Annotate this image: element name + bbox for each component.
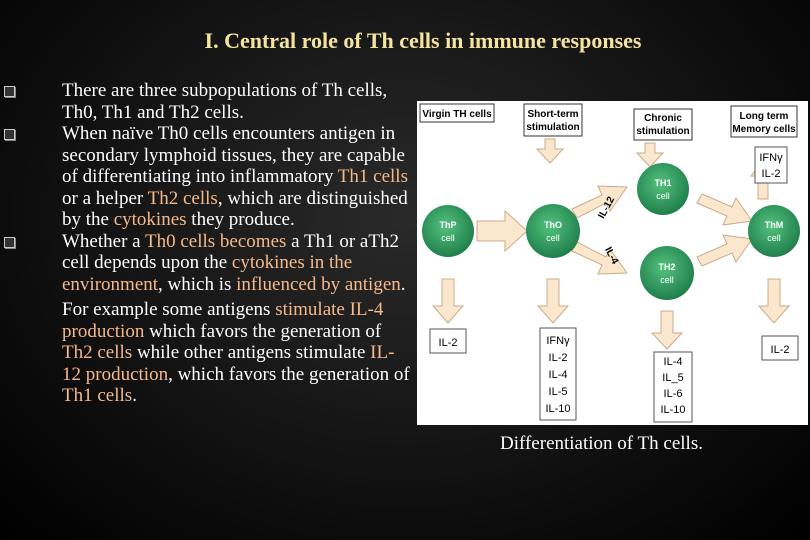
svg-text:Short-term: Short-term xyxy=(527,109,578,120)
cell-th1: TH1 cell xyxy=(637,163,689,215)
svg-text:IL-2: IL-2 xyxy=(762,168,781,180)
svg-text:Chronic: Chronic xyxy=(644,113,682,124)
svg-text:stimulation: stimulation xyxy=(526,122,579,133)
bullet-list: There are three subpopulations of Th cel… xyxy=(4,80,412,407)
arrow-th2-to-thm xyxy=(696,234,753,267)
cell-thp: ThP cell xyxy=(422,205,474,257)
box-left-cytokines: IL-2 xyxy=(429,328,467,354)
arrow-th2-down xyxy=(650,310,684,350)
example-paragraph: For example some antigens stimulate IL-4… xyxy=(62,299,412,407)
bullet-text: , which are distinguished by the xyxy=(62,187,408,231)
bullet-text: which favors the generation of xyxy=(144,320,382,342)
box-right-cytokines: IL-2 xyxy=(761,335,799,361)
svg-text:IL-4: IL-4 xyxy=(664,356,683,368)
bullet-text: a Th1 or aTh2 cell depends upon the xyxy=(62,230,399,274)
bullet-text: When naïve Th0 cells encounters antigen … xyxy=(62,123,405,187)
bullet-text: while other antigens stimulate xyxy=(132,342,371,363)
box-th1-cytokines: IFNγ IL-2 xyxy=(754,146,788,184)
bullet-item: When naïve Th0 cells encounters antigen … xyxy=(4,123,412,231)
arrow-thp-to-th0 xyxy=(476,209,528,253)
svg-text:ThP: ThP xyxy=(440,220,457,230)
bullet-text: For example some antigens xyxy=(62,299,276,320)
bullet-text: There are three subpopulations of Th cel… xyxy=(62,80,388,123)
svg-text:IL-2: IL-2 xyxy=(439,337,458,349)
bullet-text: , which favors the generation of xyxy=(168,363,410,385)
header-chronic: Chronic stimulation xyxy=(633,108,693,141)
svg-text:cell: cell xyxy=(656,191,670,201)
highlight-text: stimulate IL-4 production xyxy=(62,299,384,342)
svg-text:Long term: Long term xyxy=(740,111,789,122)
svg-text:IL-5: IL-5 xyxy=(549,386,568,398)
arrow-th0-down xyxy=(536,278,570,324)
svg-text:cell: cell xyxy=(660,275,674,285)
box-th2-cytokines: IL-4 IL_5 IL-6 IL-10 xyxy=(653,351,693,423)
svg-text:IL-10: IL-10 xyxy=(660,404,685,416)
svg-text:IL-4: IL-4 xyxy=(549,369,568,381)
bullet-text: , which is xyxy=(158,273,237,295)
arrow-th0-to-th2 xyxy=(571,241,628,275)
diagram-caption: Differentiation of Th cells. xyxy=(500,433,703,454)
bullet-item: There are three subpopulations of Th cel… xyxy=(4,80,412,123)
svg-text:cell: cell xyxy=(767,233,781,243)
arrow-th0-to-th1 xyxy=(571,185,628,219)
header-virgin: Virgin TH cells xyxy=(419,103,495,123)
highlight-text: IL-12 production xyxy=(62,342,395,385)
header-long-term: Long term Memory cells xyxy=(730,105,798,138)
header-short-term: Short-term stimulation xyxy=(523,103,583,137)
svg-text:IL-10: IL-10 xyxy=(545,403,570,415)
svg-text:cell: cell xyxy=(546,233,560,243)
arrow-thp-down xyxy=(431,278,465,324)
square-bullet-icon xyxy=(4,129,15,140)
highlight-text: cytokines in the environment xyxy=(62,252,353,295)
arrow-th1-to-thm xyxy=(696,193,753,226)
highlight-text: Th2 cells xyxy=(62,342,133,363)
highlight-text: Th0 cells becomes xyxy=(145,230,287,252)
svg-text:IFNγ: IFNγ xyxy=(759,152,783,164)
square-bullet-icon xyxy=(4,86,15,97)
bullet-text: Whether a xyxy=(62,230,145,252)
svg-text:IL_5: IL_5 xyxy=(662,372,683,384)
highlight-text: Th1 cells xyxy=(337,166,408,187)
svg-text:TH1: TH1 xyxy=(654,178,671,188)
bullet-item: Whether a Th0 cells becomes a Th1 or aTh… xyxy=(4,230,412,296)
highlight-text: Th2 cells xyxy=(147,187,218,209)
highlight-text: Th1 cells xyxy=(62,385,133,406)
svg-text:TH2: TH2 xyxy=(658,262,675,272)
bullet-text: or a helper xyxy=(62,187,148,209)
svg-text:IL-6: IL-6 xyxy=(664,388,683,400)
bullet-text: . xyxy=(132,385,137,406)
box-center-cytokines: IFNγ IL-2 IL-4 IL-5 IL-10 xyxy=(539,327,577,421)
svg-text:ThM: ThM xyxy=(765,220,784,230)
svg-text:Virgin TH cells: Virgin TH cells xyxy=(422,109,492,120)
cell-th2: TH2 cell xyxy=(640,246,694,300)
svg-text:stimulation: stimulation xyxy=(636,126,689,137)
svg-text:IL-2: IL-2 xyxy=(771,344,790,356)
svg-text:cell: cell xyxy=(441,233,455,243)
svg-text:IL-2: IL-2 xyxy=(549,352,568,364)
arrow-thm-down xyxy=(757,278,791,324)
svg-text:IFNγ: IFNγ xyxy=(546,335,570,347)
th-differentiation-diagram: Virgin TH cells Short-term stimulation C… xyxy=(417,101,808,425)
cell-th0: ThO cell xyxy=(526,204,580,258)
highlight-text: influenced by antigen xyxy=(236,273,401,295)
svg-text:Memory cells: Memory cells xyxy=(732,124,796,135)
bullet-text: . xyxy=(400,273,406,295)
slide-title: I. Central role of Th cells in immune re… xyxy=(204,28,642,53)
arrow-short-to-th0 xyxy=(535,138,565,164)
highlight-text: cytokines xyxy=(113,209,187,230)
cell-thm: ThM cell xyxy=(748,205,800,257)
svg-text:ThO: ThO xyxy=(544,220,562,230)
bullet-text: they produce. xyxy=(186,209,295,230)
square-bullet-icon xyxy=(4,236,15,248)
arrow-chronic-to-th1 xyxy=(635,142,665,168)
